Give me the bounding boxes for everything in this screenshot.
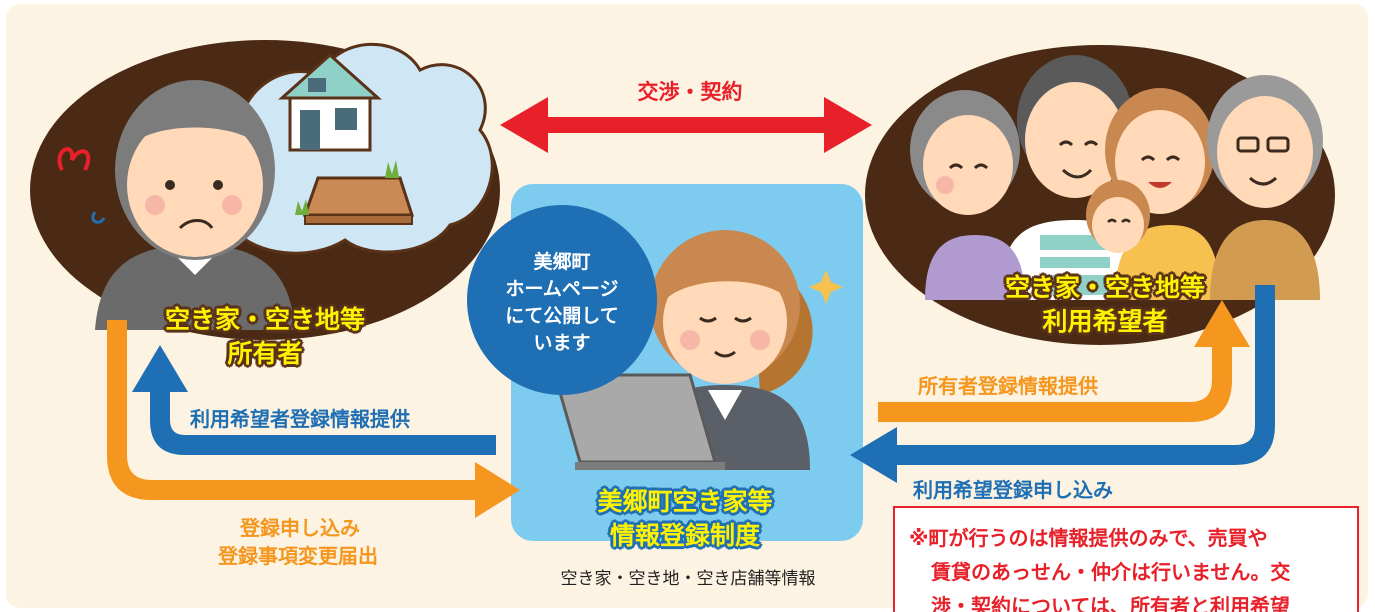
negotiation-arrow: [500, 97, 872, 153]
disclaimer-note: ※町が行うのは情報提供のみで、売買や 賃貸のあっせん・仲介は行いません。交 渉・…: [893, 506, 1359, 612]
arrow-user-info-to-owner: [132, 345, 496, 455]
user-label-line2: 利用希望者: [1042, 307, 1168, 336]
system-label-line2: 情報登録制度: [609, 521, 760, 550]
arrow-user-apply: [850, 285, 1275, 483]
note-line1: ※町が行うのは情報提供のみで、売買や: [909, 526, 1268, 550]
user-label-line1: 空き家・空き地等: [1004, 273, 1205, 302]
land-icon: [295, 160, 415, 225]
negotiation-label: 交渉・契約: [637, 80, 743, 104]
arrow-user-apply-label: 利用希望登録申し込み: [913, 478, 1113, 502]
owner-label-line1: 空き家・空き地等: [164, 305, 365, 334]
arrow-owner-info-label: 所有者登録情報提供: [918, 374, 1098, 398]
note-line3: 渉・契約については、所有者と利用希望: [931, 594, 1290, 612]
owner-person-icon: [57, 80, 295, 330]
arrow-owner-apply-label-line1: 登録申し込み: [240, 516, 360, 540]
arrow-owner-apply: [107, 320, 520, 518]
arrow-owner-info-to-user: [878, 300, 1250, 422]
bubble-line2: ホームページ: [505, 278, 619, 300]
sparkle-icon: [809, 270, 843, 304]
arrow-owner-apply-label-line2: 登録事項変更届出: [218, 544, 378, 568]
bubble-line1: 美郷町: [533, 251, 591, 273]
info-bubble: [467, 205, 657, 395]
bubble-line3: にて公開して: [505, 305, 619, 327]
arrow-user-info-label: 利用希望者登録情報提供: [190, 407, 410, 431]
house-icon: [278, 52, 382, 152]
bubble-line4: います: [533, 332, 591, 354]
system-caption: 空き家・空き地・空き店舗等情報: [560, 569, 816, 589]
laptop-icon: [553, 373, 725, 470]
system-label-line1: 美郷町空き家等: [597, 487, 773, 516]
owner-label-line2: 所有者: [227, 339, 303, 368]
note-line2: 賃貸のあっせん・仲介は行いません。交: [931, 560, 1291, 584]
family-icon: [910, 55, 1323, 300]
